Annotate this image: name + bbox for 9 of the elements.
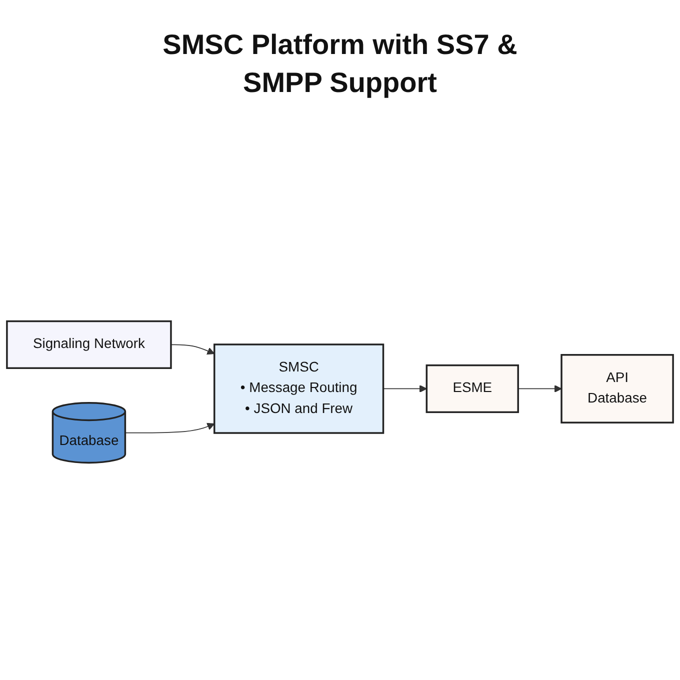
arrow (124, 422, 215, 434)
node-box: API Database (560, 354, 674, 424)
diagram-title: SMSC Platform with SS7 & SMPP Support (162, 28, 518, 100)
node-box: SMSC • Message Routing • JSON and Frew (214, 344, 384, 434)
node-box: ESME (426, 364, 519, 414)
arrow (170, 344, 215, 355)
arrow (518, 384, 562, 393)
arrow (382, 384, 427, 393)
node-box: Signaling Network (6, 320, 172, 369)
